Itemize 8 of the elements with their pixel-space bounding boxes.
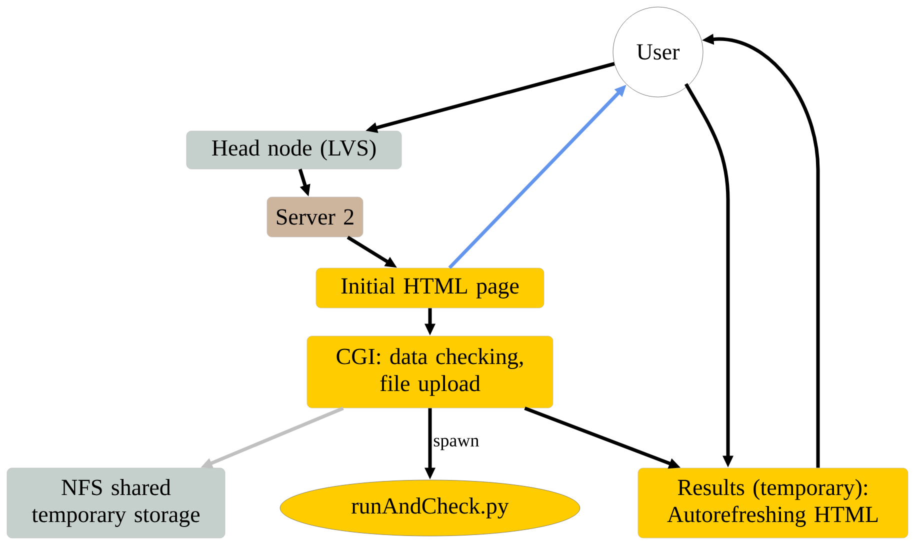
process-box: Head node (LVS) (186, 130, 402, 170)
process-box: CGI: data checking, file upload (306, 336, 554, 408)
circle-node: User (612, 6, 704, 98)
edge-label: spawn (434, 438, 479, 450)
storage-box: NFS shared temporary storage (6, 468, 226, 538)
process-box: Server 2 (266, 196, 364, 238)
process-box: Initial HTML page (316, 268, 544, 308)
result-box: Results (temporary): Autorefreshing HTML (638, 468, 908, 538)
